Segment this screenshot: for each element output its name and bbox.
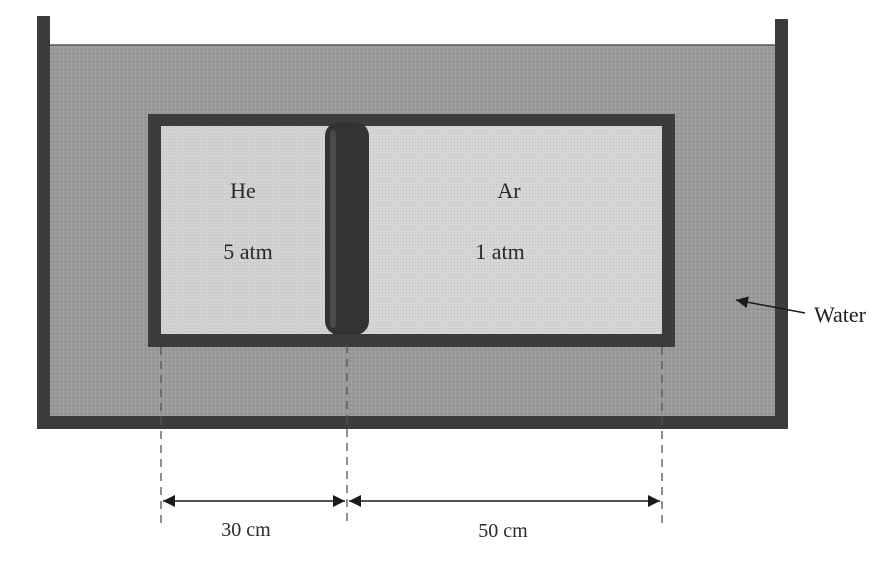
right-gas-name: Ar — [497, 178, 521, 203]
left-length-label: 30 cm — [221, 519, 271, 541]
left-chamber-texture — [161, 126, 333, 334]
water-pointer-arrow — [735, 296, 806, 314]
tank-bottom — [37, 416, 788, 429]
right-gas-pressure: 1 atm — [475, 239, 525, 264]
right-chamber-texture — [360, 126, 662, 334]
tank-right-wall — [775, 19, 788, 429]
right-length-label: 50 cm — [478, 520, 528, 542]
tank-left-wall — [37, 16, 50, 429]
left-gas-name: He — [230, 178, 256, 203]
extension-lines — [160, 345, 663, 527]
piston-highlight — [330, 130, 336, 328]
gas-container — [148, 114, 675, 347]
water-label: Water — [814, 302, 867, 327]
left-gas-pressure: 5 atm — [223, 239, 273, 264]
